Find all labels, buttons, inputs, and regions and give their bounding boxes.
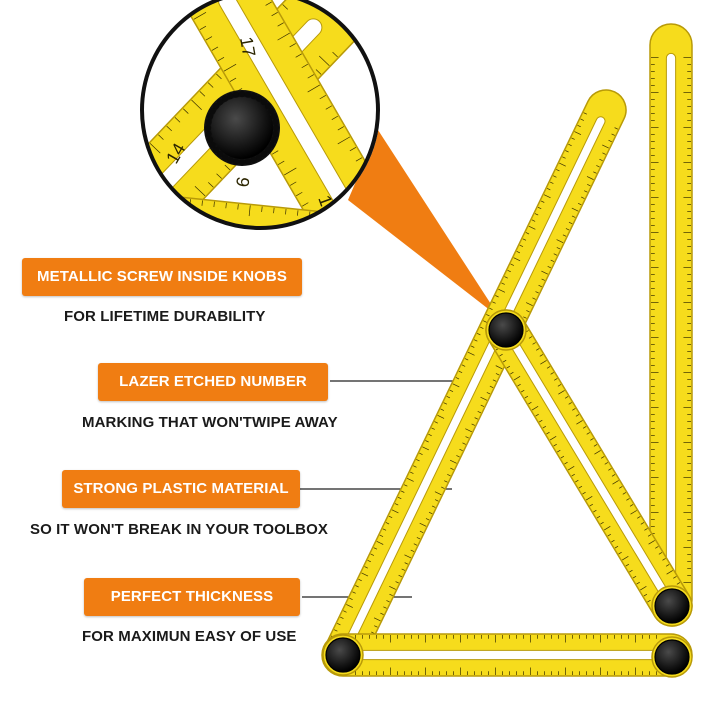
feature-title: STRONG PLASTIC MATERIAL (62, 470, 300, 508)
callout-wedge (348, 130, 500, 318)
feature-title: PERFECT THICKNESS (84, 578, 300, 616)
knob-icon-bottom-right-upper (651, 585, 693, 627)
knob-icon-top (485, 309, 527, 351)
zoom-number-6: 6 (232, 175, 253, 188)
knob-icon-bottom-left (322, 634, 364, 676)
knob-icon-bottom-right-lower (651, 636, 693, 678)
feature-title: METALLIC SCREW INSIDE KNOBS (22, 258, 302, 296)
ruler-knobs (322, 309, 693, 678)
feature-title: LAZER ETCHED NUMBER (98, 363, 328, 401)
feature-subtitle: SO IT WON'T BREAK IN YOUR TOOLBOX (30, 521, 328, 538)
feature-subtitle: FOR LIFETIME DURABILITY (64, 308, 266, 325)
zoom-number-17: 17 (236, 35, 259, 58)
magnifier-icon: 17 14 6 10 (140, 0, 380, 230)
ruler-arm-right (649, 23, 693, 622)
feature-subtitle: FOR MAXIMUN EASY OF USE (82, 628, 297, 645)
ruler-arms (321, 23, 693, 677)
feature-subtitle: MARKING THAT WON'TWIPE AWAY (82, 414, 338, 431)
ruler-arm-bottom (321, 633, 693, 677)
